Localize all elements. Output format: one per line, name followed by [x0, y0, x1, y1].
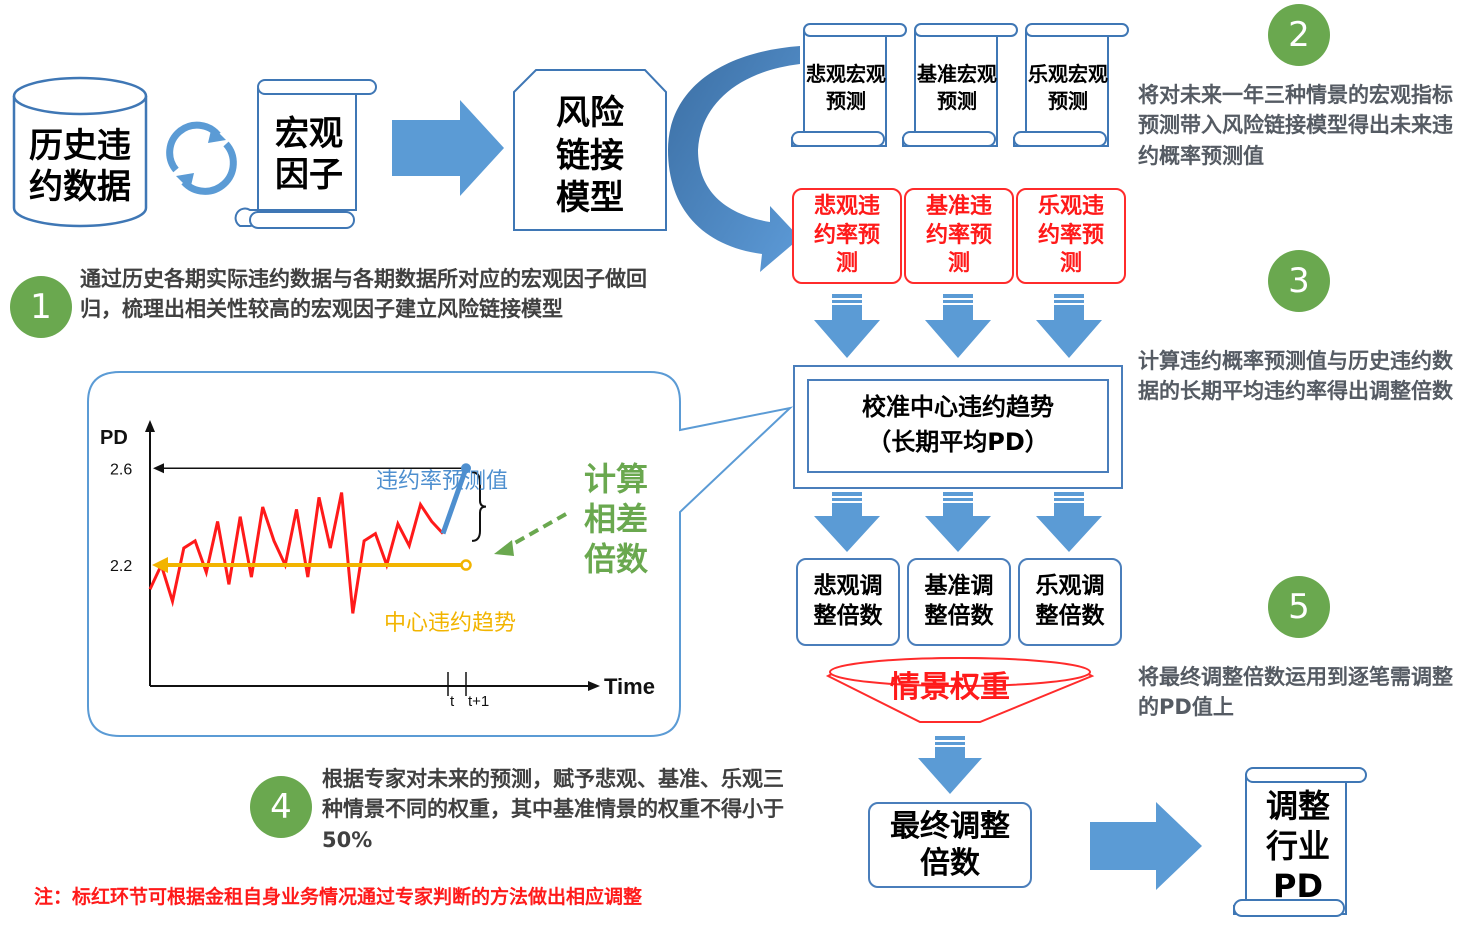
forecast-point	[461, 463, 471, 474]
calibration-inner-box	[807, 379, 1109, 473]
forecast-segment	[440, 467, 469, 535]
y-axis-arrow-icon	[145, 420, 155, 432]
x-axis-arrow-icon	[588, 681, 600, 691]
final-multiplier-label: 最终调整倍数	[890, 808, 1010, 882]
step-4-text: 根据专家对未来的预测，赋予悲观、基准、乐观三种情景不同的权重，其中基准情景的权重…	[322, 767, 784, 852]
macro-factor-label: 宏观因子	[275, 114, 343, 195]
refresh-cycle-icon	[166, 121, 237, 195]
scroll-pessimistic-forecast-icon	[791, 23, 907, 147]
optimistic-multiplier-label: 乐观调整倍数	[1035, 573, 1105, 629]
scroll-macro-factor-icon	[234, 79, 377, 229]
history-data-label: 历史违约数据	[29, 126, 131, 207]
calibration-line1: 校准中心违约趋势	[862, 393, 1054, 421]
scroll-baseline-forecast-icon	[902, 23, 1018, 147]
risk-model-label: 风险链接模型	[556, 93, 624, 219]
down-arrows-1	[814, 294, 1102, 358]
baseline-pd-forecast-box: 基准违约率预测	[904, 188, 1014, 284]
risk-model-shape	[513, 69, 667, 231]
x-tick-label: t	[450, 693, 455, 710]
step-3-badge: 3	[1268, 250, 1330, 312]
final-multiplier-box: 最终调整倍数	[868, 802, 1032, 888]
central-trend-annotation: 中心违约趋势	[384, 611, 516, 636]
y-axis-label: PD	[100, 427, 128, 449]
multiplier-dashed-arrow	[505, 512, 567, 550]
x-tick-label: t+1	[468, 693, 489, 710]
optimistic-multiplier-box: 乐观调整倍数	[1018, 558, 1122, 646]
curved-arrow-icon	[668, 46, 800, 272]
optimistic-pd-forecast-box: 乐观违约率预测	[1016, 188, 1126, 284]
arrow-right-icon	[392, 100, 504, 196]
y-tick-label: 2.2	[110, 558, 132, 575]
down-arrows-2	[814, 492, 1102, 552]
forecast-reference-arrow-icon	[153, 463, 164, 474]
baseline-pd-forecast-label: 基准违约率预测	[925, 194, 992, 277]
optimistic-forecast-label: 乐观宏观预测	[1028, 62, 1108, 113]
multiplier-arrow-head-icon	[494, 540, 514, 556]
database-cylinder-icon	[12, 76, 148, 228]
pessimistic-multiplier-box: 悲观调整倍数	[796, 558, 900, 646]
pessimistic-forecast-label: 悲观宏观预测	[806, 62, 886, 113]
step-2-badge: 2	[1268, 4, 1330, 66]
scenario-weight-label: 情景权重	[890, 670, 1010, 705]
optimistic-pd-forecast-label: 乐观违约率预测	[1037, 194, 1104, 277]
central-trend-arrow-icon	[152, 557, 168, 574]
baseline-multiplier-box: 基准调整倍数	[907, 558, 1011, 646]
multiplier-annotation-line: 相差	[584, 500, 648, 538]
step-4-badge: 4	[250, 776, 312, 838]
pessimistic-pd-forecast-label: 悲观违约率预测	[813, 194, 880, 277]
pd-series-line	[148, 492, 445, 614]
footnote: 注：标红环节可根据金租自身业务情况通过专家判断的方法做出相应调整	[34, 886, 643, 908]
scroll-optimistic-forecast-icon	[1013, 23, 1129, 147]
forecast-annotation: 违约率预测值	[376, 469, 508, 494]
scroll-adjusted-pd-icon	[1233, 767, 1367, 917]
y-tick-label: 2.6	[110, 461, 132, 478]
baseline-forecast-label: 基准宏观预测	[917, 62, 997, 113]
funnel-shape	[825, 657, 1095, 723]
central-trend-end-point	[460, 559, 472, 571]
step-3-text: 计算违约概率预测值与历史违约数据的长期平均违约率得出调整倍数	[1138, 349, 1453, 404]
pessimistic-multiplier-label: 悲观调整倍数	[813, 573, 883, 629]
down-arrow-stripes-1	[832, 298, 1084, 305]
adjusted-pd-label: 调整行业PD	[1265, 787, 1330, 905]
baseline-multiplier-label: 基准调整倍数	[924, 573, 994, 629]
arrow-down-final-icon	[918, 736, 982, 794]
calibration-line2: （长期平均PD）	[867, 427, 1049, 456]
step-5-text: 将最终调整倍数运用到逐笔需调整的PD值上	[1138, 665, 1453, 720]
step-1-text: 通过历史各期实际违约数据与各期数据所对应的宏观因子做回归，梳理出相关性较高的宏观…	[80, 267, 647, 322]
step-5-badge: 5	[1268, 576, 1330, 638]
multiplier-annotation-line: 计算	[584, 460, 648, 498]
pessimistic-pd-forecast-box: 悲观违约率预测	[792, 188, 902, 284]
arrow-right-final-icon	[1090, 802, 1202, 890]
callout-bubble	[87, 371, 794, 737]
multiplier-annotation-line: 倍数	[584, 540, 649, 578]
calibration-text: 校准中心违约趋势 （长期平均PD）	[808, 390, 1108, 460]
step-2-text: 将对未来一年三种情景的宏观指标预测带入风险链接模型得出未来违约概率预测值	[1138, 83, 1453, 168]
difference-brace-icon	[471, 471, 487, 542]
step-1-badge: 1	[10, 276, 72, 338]
x-axis-label: Time	[604, 674, 655, 699]
